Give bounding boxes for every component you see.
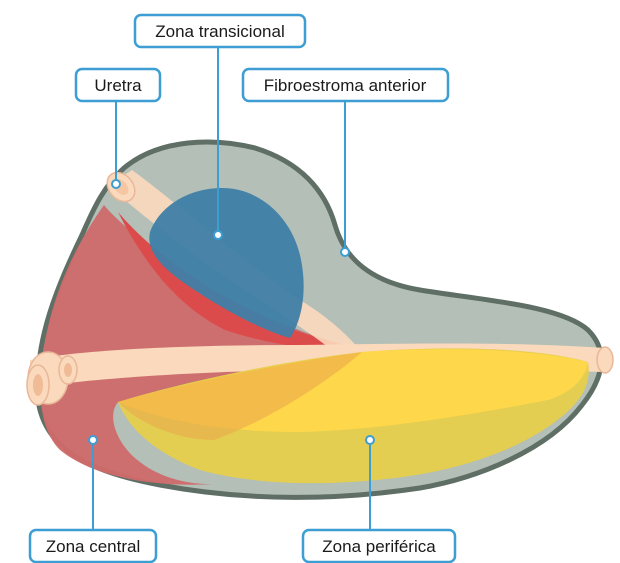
urethra-end-cap	[597, 347, 613, 373]
leader-dot-peripheral-zone	[366, 436, 374, 444]
leader-dot-urethra	[112, 180, 120, 188]
label-central-zone: Zona central	[30, 530, 156, 562]
leader-dot-central-zone	[89, 436, 97, 444]
label-peripheral-zone: Zona periférica	[303, 530, 455, 562]
label-urethra: Uretra	[76, 69, 160, 101]
label-transition-zone-text: Zona transicional	[155, 22, 284, 41]
label-anterior-stroma-text: Fibroestroma anterior	[264, 76, 427, 95]
label-transition-zone: Zona transicional	[135, 15, 305, 47]
urethra-left-opening-inner	[33, 374, 43, 396]
leader-dot-transition-zone	[214, 231, 222, 239]
label-urethra-text: Uretra	[94, 76, 142, 95]
urethra-left-opening-upper-inner	[64, 363, 72, 377]
label-anterior-stroma: Fibroestroma anterior	[243, 69, 448, 101]
leader-dot-anterior-stroma	[341, 248, 349, 256]
label-central-zone-text: Zona central	[46, 537, 141, 556]
label-peripheral-zone-text: Zona periférica	[322, 537, 436, 556]
